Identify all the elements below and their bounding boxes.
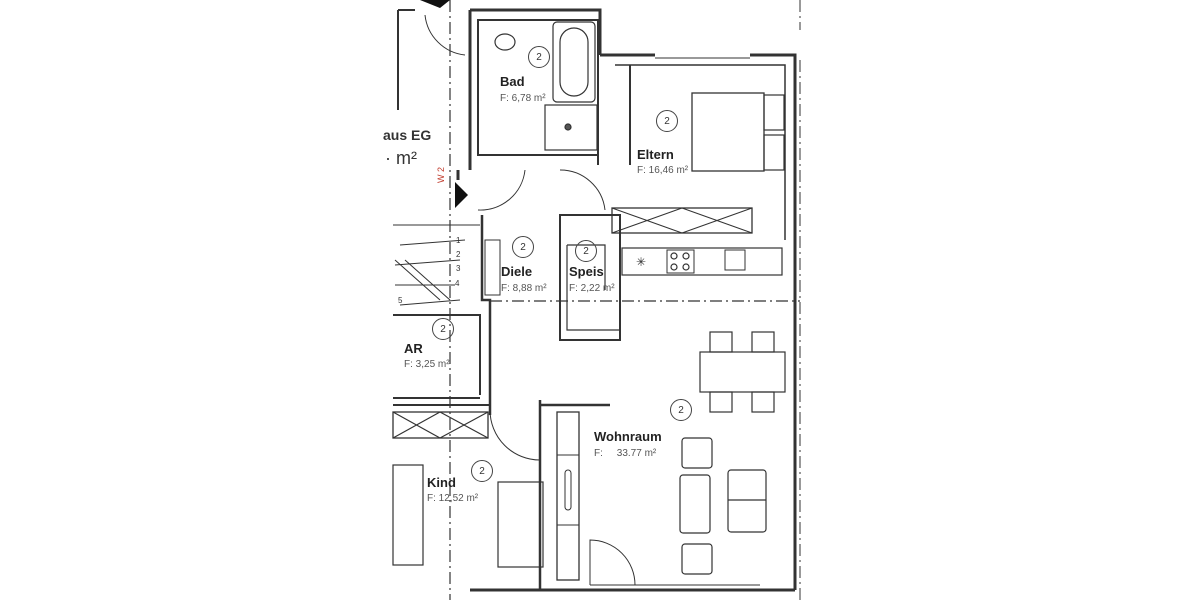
room-number-ar: 2	[432, 318, 454, 340]
wall-top-bath	[470, 8, 602, 55]
room-name-eltern: Eltern	[637, 147, 674, 162]
room-area-bad: F: 6,78 m²	[500, 93, 546, 104]
room-area-wohnraum: F: 33.77 m²	[594, 448, 657, 459]
room-area-diele: F: 8,88 m²	[501, 283, 547, 294]
room-number-wohnraum: 2	[670, 399, 692, 421]
door-swing-eltern	[559, 169, 606, 211]
room-area-kind: F: 12,52 m²	[427, 493, 479, 504]
room-number-kind: 2	[471, 460, 493, 482]
desk-kind	[392, 464, 424, 566]
room-name-speis: Speis	[569, 264, 604, 279]
armchair-bottom	[681, 543, 713, 575]
wardrobe-wohnraum	[556, 411, 580, 581]
stair-step-2: 2	[456, 250, 461, 259]
room-number-diele: 2	[512, 236, 534, 258]
bathtub	[552, 21, 596, 103]
north-marker	[420, 0, 450, 8]
door-swing-wohnraum	[589, 539, 636, 586]
bath-wall-inner	[477, 19, 599, 156]
room-area-speis: F: 2,22 m²	[569, 283, 615, 294]
sofa	[727, 469, 767, 533]
wall-eltern-inner	[615, 64, 786, 240]
room-name-ar: AR	[404, 341, 423, 356]
bed-kind	[497, 481, 544, 568]
room-number-speis: 2	[575, 240, 597, 262]
wall-top-eltern	[600, 53, 797, 590]
armchair-top	[681, 437, 713, 469]
room-name-wohnraum: Wohnraum	[594, 429, 662, 444]
room-name-bad: Bad	[500, 74, 525, 89]
speis-walls	[559, 214, 621, 341]
wardrobe-kind	[392, 411, 489, 439]
stair-step-4: 4	[455, 279, 460, 288]
room-number-eltern: 2	[656, 110, 678, 132]
room-area-ar: F: 3,25 m²	[404, 359, 450, 370]
kitchen-counter	[621, 247, 783, 276]
neighbor-area: · m²	[385, 148, 417, 168]
svg-text:✳: ✳	[636, 255, 646, 269]
stair-step-1: 1	[456, 236, 461, 245]
bed-eltern	[691, 92, 765, 172]
wall-bad-eltern	[597, 20, 631, 165]
wall-outer-left	[456, 10, 472, 180]
wall-marker-label: W 2	[436, 166, 446, 183]
room-area-eltern: F: 16,46 m²	[637, 165, 689, 176]
wall-diele-left	[480, 215, 492, 415]
stair-step-3: 3	[456, 264, 461, 273]
stove	[666, 249, 695, 274]
room-number-bad: 2	[528, 46, 550, 68]
shower	[544, 104, 598, 151]
door-swing-bad	[477, 169, 526, 211]
coffee-table	[679, 474, 711, 534]
radiator	[484, 239, 501, 296]
wardrobe-eltern	[611, 207, 753, 234]
door-swing-neighbor	[424, 14, 466, 56]
wall-ar	[393, 314, 481, 399]
room-name-kind: Kind	[427, 475, 456, 490]
stair-step-5: 5	[398, 296, 403, 305]
sink	[724, 249, 746, 271]
dining-table	[699, 351, 786, 393]
toilet	[494, 33, 516, 51]
neighbor-label: aus EG	[383, 127, 432, 143]
staircase	[393, 224, 480, 306]
door-swing-kind	[489, 409, 541, 461]
wall-marker-arrow	[455, 182, 468, 208]
room-name-diele: Diele	[501, 264, 533, 279]
